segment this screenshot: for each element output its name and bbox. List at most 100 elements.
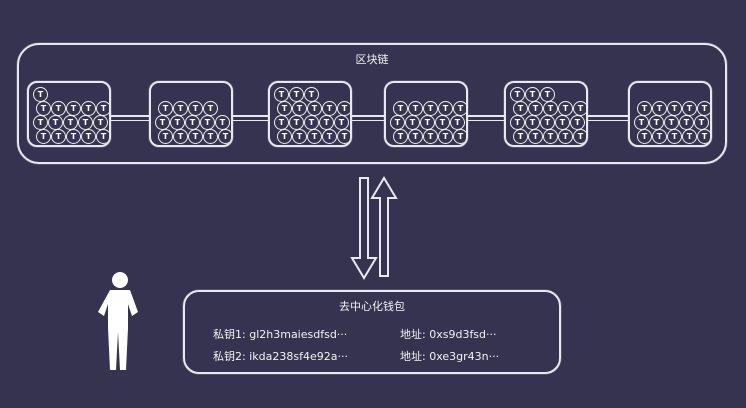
chain-link <box>233 115 268 121</box>
transaction-coin-icon: T <box>307 101 322 116</box>
transaction-coin-icon: T <box>543 129 558 144</box>
transaction-coin-icon: T <box>304 87 319 102</box>
transaction-coin-icon: T <box>510 115 525 130</box>
transaction-coin-icon: T <box>81 129 96 144</box>
transaction-coin-icon: T <box>200 115 215 130</box>
transaction-coin-icon: T <box>218 129 231 144</box>
transaction-coin-icon: T <box>510 87 525 102</box>
address-row-1: 地址: 0xs9d3fsd··· <box>400 326 497 342</box>
transaction-coin-icon: T <box>423 129 438 144</box>
transaction-coin-icon: T <box>158 101 173 116</box>
address-value: 0xs9d3fsd··· <box>429 328 497 341</box>
transaction-coin-icon: T <box>525 115 540 130</box>
transaction-coin-icon: T <box>203 101 218 116</box>
transaction-coin-icon: T <box>450 115 465 130</box>
transaction-coin-icon: T <box>543 101 558 116</box>
transaction-coin-icon: T <box>322 101 337 116</box>
transaction-coin-icon: T <box>525 87 540 102</box>
transaction-coin-icon: T <box>304 115 319 130</box>
transaction-coin-icon: T <box>33 115 48 130</box>
transaction-coin-icon: T <box>555 115 570 130</box>
transaction-coin-icon: T <box>513 129 528 144</box>
transaction-coin-icon: T <box>173 101 188 116</box>
transaction-coin-icon: T <box>274 87 289 102</box>
private-key-value: gl2h3maiesdfsd··· <box>249 328 348 341</box>
person-icon <box>98 272 138 370</box>
transaction-coin-icon: T <box>634 115 649 130</box>
wallet-title: 去中心化钱包 <box>339 300 405 313</box>
transaction-coin-icon: T <box>420 115 435 130</box>
transaction-coin-icon: T <box>694 115 709 130</box>
transaction-coin-icon: T <box>664 115 679 130</box>
address-label: 地址: <box>400 350 426 363</box>
transaction-coin-icon: T <box>155 115 170 130</box>
transaction-coin-icon: T <box>435 115 450 130</box>
transaction-coin-icon: T <box>188 101 203 116</box>
transaction-coin-icon: T <box>697 101 710 116</box>
private-key-label: 私钥1: <box>213 328 246 341</box>
transaction-coin-icon: T <box>93 115 108 130</box>
transaction-coin-icon: T <box>697 129 710 144</box>
transaction-coin-icon: T <box>33 87 48 102</box>
transaction-coin-icon: T <box>78 115 93 130</box>
transaction-coin-icon: T <box>81 101 96 116</box>
transaction-coin-icon: T <box>203 129 218 144</box>
transaction-coin-icon: T <box>63 115 78 130</box>
transaction-coin-icon: T <box>438 129 453 144</box>
transaction-coin-icon: T <box>649 115 664 130</box>
transaction-coin-icon: T <box>337 101 350 116</box>
transaction-coin-icon: T <box>408 129 423 144</box>
transaction-coin-icon: T <box>393 101 408 116</box>
transaction-coin-icon: T <box>667 101 682 116</box>
transaction-coin-icon: T <box>274 115 289 130</box>
transaction-coin-icon: T <box>528 129 543 144</box>
private-key-row-1: 私钥1: gl2h3maiesdfsd··· <box>213 326 347 342</box>
transaction-coin-icon: T <box>570 115 585 130</box>
transaction-coin-icon: T <box>170 115 185 130</box>
address-label: 地址: <box>400 328 426 341</box>
chain-link <box>588 115 628 121</box>
transaction-coin-icon: T <box>682 129 697 144</box>
transaction-coin-icon: T <box>652 101 667 116</box>
transaction-coin-icon: T <box>637 129 652 144</box>
transaction-coin-icon: T <box>393 129 408 144</box>
private-key-label: 私钥2: <box>213 350 246 363</box>
transaction-coin-icon: T <box>277 101 292 116</box>
transaction-coin-icon: T <box>36 129 51 144</box>
bidirectional-arrows-icon <box>350 176 398 280</box>
transaction-coin-icon: T <box>292 129 307 144</box>
transaction-coin-icon: T <box>277 129 292 144</box>
chain-link <box>468 115 504 121</box>
transaction-coin-icon: T <box>292 101 307 116</box>
transaction-coin-icon: T <box>51 129 66 144</box>
chain-link <box>352 115 384 121</box>
chain-link <box>111 115 149 121</box>
transaction-coin-icon: T <box>337 129 350 144</box>
transaction-coin-icon: T <box>453 129 466 144</box>
transaction-coin-icon: T <box>319 115 334 130</box>
decentralized-wallet: 去中心化钱包 私钥1: gl2h3maiesdfsd··· 地址: 0xs9d3… <box>183 290 561 374</box>
private-key-value: ikda238sf4e92a··· <box>249 350 348 363</box>
transaction-coin-icon: T <box>51 101 66 116</box>
transaction-coin-icon: T <box>334 115 349 130</box>
transaction-coin-icon: T <box>573 129 586 144</box>
transaction-coin-icon: T <box>48 115 63 130</box>
transaction-coin-icon: T <box>558 129 573 144</box>
transaction-coin-icon: T <box>438 101 453 116</box>
transaction-coin-icon: T <box>453 101 466 116</box>
transaction-coin-icon: T <box>215 115 230 130</box>
transaction-coin-icon: T <box>573 101 586 116</box>
transaction-coin-icon: T <box>66 101 81 116</box>
transaction-coin-icon: T <box>96 129 109 144</box>
transaction-coin-icon: T <box>652 129 667 144</box>
transaction-coin-icon: T <box>513 101 528 116</box>
address-value: 0xe3gr43n··· <box>429 350 500 363</box>
transaction-coin-icon: T <box>679 115 694 130</box>
transaction-coin-icon: T <box>322 129 337 144</box>
